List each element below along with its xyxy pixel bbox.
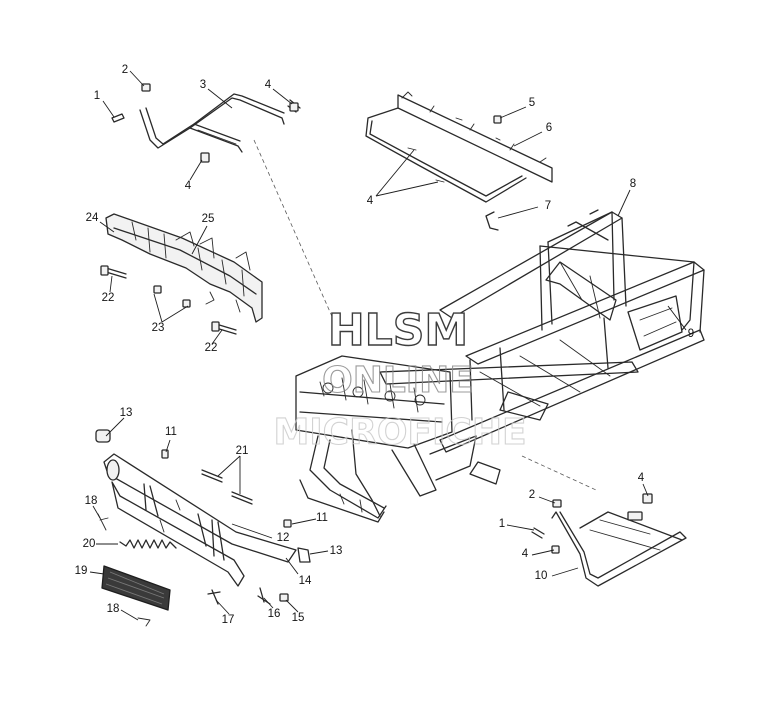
- lower-hardware: [207, 587, 289, 605]
- callout-23: 23: [152, 322, 165, 334]
- callout-7: 7: [545, 200, 551, 212]
- rear-upper-rack: [365, 91, 553, 203]
- main-frame: [295, 209, 705, 523]
- callout-14: 14: [299, 575, 312, 587]
- callout-22: 22: [205, 342, 218, 354]
- front-upper-bracket: [139, 93, 285, 153]
- watermark-line-1: HLSM: [328, 305, 468, 356]
- spring-part: [119, 539, 177, 549]
- callout-4: 4: [522, 548, 529, 560]
- callout-11: 11: [165, 426, 177, 438]
- callout-1: 1: [94, 90, 100, 102]
- alignment-line: [253, 139, 339, 331]
- callout-17: 17: [222, 614, 235, 626]
- callout-22: 22: [102, 292, 115, 304]
- callout-5: 5: [529, 97, 535, 109]
- callout-18: 18: [107, 603, 120, 615]
- front-cross-member: [105, 213, 263, 323]
- callout-13: 13: [330, 545, 343, 557]
- callout-21: 21: [236, 445, 249, 457]
- callout-1: 1: [499, 518, 505, 530]
- grille-part: [101, 565, 171, 611]
- callout-8: 8: [630, 178, 636, 190]
- callout-9: 9: [688, 328, 694, 340]
- callout-2: 2: [529, 489, 535, 501]
- callout-11: 11: [316, 512, 328, 524]
- callout-4: 4: [638, 472, 645, 484]
- callout-19: 19: [75, 565, 88, 577]
- leader-lines: [89, 70, 687, 621]
- bumper-fasteners: [95, 429, 311, 627]
- callout-4: 4: [367, 195, 374, 207]
- callout-4: 4: [265, 79, 272, 91]
- callout-3: 3: [200, 79, 206, 91]
- alignment-line: [521, 455, 597, 491]
- callout-12: 12: [277, 532, 290, 544]
- front-cross-member-bolts: [100, 265, 237, 335]
- callout-labels: 1 2 3 4 4 5 6 4 7 8 9 24 25 22 23 22 13 …: [75, 64, 695, 626]
- callout-20: 20: [83, 538, 96, 550]
- rear-lower-bracket: [531, 493, 687, 587]
- callout-18: 18: [85, 495, 98, 507]
- watermark: MICROFICHE ONLINE HLSM: [273, 304, 527, 453]
- callout-4: 4: [185, 180, 192, 192]
- front-bumper: [103, 453, 297, 587]
- bolt-upper-left: [111, 83, 301, 163]
- callout-2: 2: [122, 64, 128, 76]
- watermark-line-2: ONLINE: [322, 360, 474, 401]
- callout-25: 25: [202, 213, 215, 225]
- callout-24: 24: [86, 212, 99, 224]
- watermark-line-3: MICROFICHE: [273, 412, 526, 453]
- callout-10: 10: [535, 570, 548, 582]
- callout-16: 16: [268, 608, 281, 620]
- callout-6: 6: [546, 122, 552, 134]
- rear-rack-fasteners: [485, 115, 502, 231]
- callout-13: 13: [120, 407, 133, 419]
- callout-15: 15: [292, 612, 305, 624]
